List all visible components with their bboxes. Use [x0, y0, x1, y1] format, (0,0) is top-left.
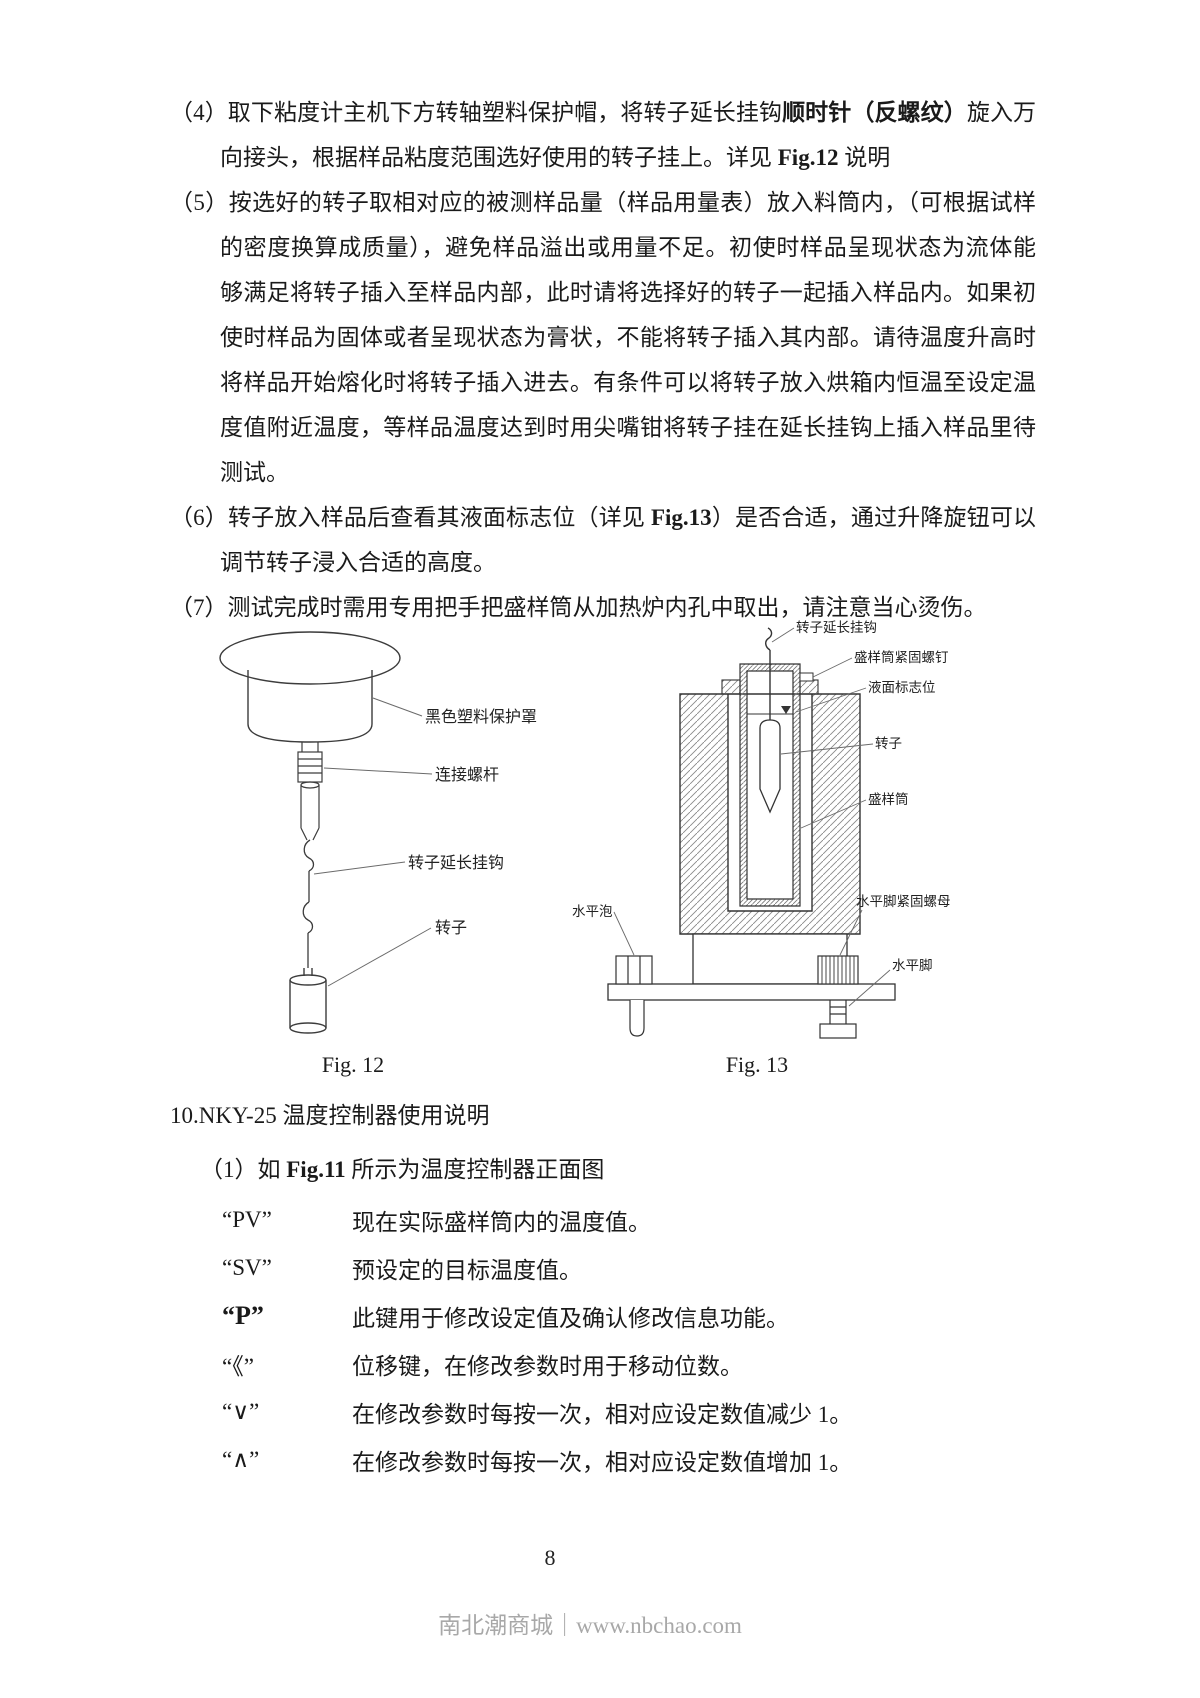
key-label: “∧”: [222, 1447, 260, 1472]
fig13-caption: Fig. 13: [725, 1052, 789, 1077]
fig12-labels: 黑色塑料保护罩 连接螺杆 转子延长挂钩 转子: [408, 708, 537, 937]
fig13-label-bubble: 水平泡: [572, 904, 613, 919]
key-label: “P”: [222, 1301, 264, 1330]
key-label: “∨”: [222, 1399, 260, 1424]
fig13-spindle: [759, 719, 781, 814]
key-description: 预设定的目标温度值。: [352, 1258, 582, 1283]
figure-12: 黑色塑料保护罩 连接螺杆 转子延长挂钩 转子: [210, 628, 545, 1048]
item-number: （6）: [170, 505, 229, 530]
instruction-item-6: （6）转子放入样品后查看其液面标志位（详见 Fig.13）是否合适，通过升降旋钮…: [170, 495, 1036, 585]
fig12-extension-hook: [302, 839, 315, 968]
key-description: 在修改参数时每按一次，相对应设定数值减少 1。: [352, 1402, 853, 1427]
item-text: 取下粘度计主机下方转轴塑料保护帽，将转子延长挂钩顺时针（反螺纹）旋入万向接头，根…: [220, 100, 1037, 170]
fig13-label-level-mark: 液面标志位: [868, 680, 936, 695]
fig13-leveling-foot: [819, 1000, 857, 1039]
fig12-label-screw: 连接螺杆: [435, 766, 499, 784]
controller-key-list: “PV” 现在实际盛样筒内的温度值。 “SV” 预设定的目标温度值。 “P” 此…: [222, 1196, 1042, 1484]
fig13-label-screw: 盛样筒紧固螺钉: [854, 649, 949, 665]
fig12-protective-cap: [219, 631, 401, 743]
item-number: （5）: [170, 190, 229, 215]
fig12-label-spindle: 转子: [435, 919, 467, 937]
item-text: 如 Fig.11 所示为温度控制器正面图: [257, 1157, 605, 1182]
fig13-diagram: 转子延长挂钩 盛样筒紧固螺钉 液面标志位 转子 盛样筒 水平脚紧固螺母 水平脚 …: [572, 620, 951, 1039]
key-label: “《”: [222, 1354, 254, 1379]
fig12-label-hook: 转子延长挂钩: [408, 854, 504, 872]
fig13-sample-cylinder: [739, 663, 801, 907]
key-row-down: “∨” 在修改参数时每按一次，相对应设定数值减少 1。: [222, 1388, 1042, 1436]
instruction-item-4: （4）取下粘度计主机下方转轴塑料保护帽，将转子延长挂钩顺时针（反螺纹）旋入万向接…: [170, 90, 1036, 180]
fig13-foot-nut: [817, 955, 859, 985]
fig12-label-cap: 黑色塑料保护罩: [425, 708, 537, 726]
fig13-label-cylinder: 盛样筒: [868, 791, 909, 807]
key-description: 现在实际盛样筒内的温度值。: [352, 1210, 651, 1235]
fig12-caption: Fig. 12: [321, 1052, 385, 1077]
item-number: （1）: [200, 1157, 258, 1182]
key-row-shift: “《” 位移键，在修改参数时用于移动位数。: [222, 1340, 1042, 1388]
key-label: “PV”: [222, 1207, 272, 1232]
key-row-p: “P” 此键用于修改设定值及确认修改信息功能。: [222, 1292, 1042, 1340]
page-number: 8: [544, 1545, 556, 1570]
fig13-label-foot-nut: 水平脚紧固螺母: [856, 894, 951, 909]
item-number: （7）: [170, 595, 228, 620]
item-text: 测试完成时需用专用把手把盛样筒从加热炉内孔中取出，请注意当心烫伤。: [227, 595, 987, 620]
fig13-labels: 转子延长挂钩 盛样筒紧固螺钉 液面标志位 转子 盛样筒 水平脚紧固螺母 水平脚 …: [572, 620, 951, 973]
figure-13: 转子延长挂钩 盛样筒紧固螺钉 液面标志位 转子 盛样筒 水平脚紧固螺母 水平脚 …: [550, 616, 1000, 1048]
fig13-base-plate: [607, 983, 896, 1001]
fig13-label-hook: 转子延长挂钩: [796, 620, 877, 635]
instruction-item-5: （5）按选好的转子取相对应的被测样品量（样品用量表）放入料筒内，（可根据试样的密…: [170, 180, 1036, 495]
item-text: 转子放入样品后查看其液面标志位（详见 Fig.13）是否合适，通过升降旋钮可以调…: [220, 505, 1037, 575]
fig12-leader-lines: [313, 697, 433, 987]
fig13-level-bubble-bolt: [615, 955, 653, 1037]
item-text: 按选好的转子取相对应的被测样品量（样品用量表）放入料筒内，（可根据试样的密度换算…: [220, 190, 1037, 485]
key-description: 此键用于修改设定值及确认修改信息功能。: [352, 1306, 789, 1331]
fig12-connecting-screw: [297, 742, 323, 841]
key-label: “SV”: [222, 1255, 272, 1280]
instruction-list: （4）取下粘度计主机下方转轴塑料保护帽，将转子延长挂钩顺时针（反螺纹）旋入万向接…: [170, 90, 1036, 630]
key-description: 位移键，在修改参数时用于移动位数。: [352, 1354, 743, 1379]
instruction-item-7: （7）测试完成时需用专用把手把盛样筒从加热炉内孔中取出，请注意当心烫伤。: [170, 585, 1036, 630]
fig13-fastening-screw: [799, 672, 814, 682]
section-item-1: （1）如 Fig.11 所示为温度控制器正面图: [200, 1150, 604, 1184]
fig13-leader-lines: [613, 627, 891, 1007]
fig13-spindle-rod: [765, 627, 773, 720]
fig12-diagram: 黑色塑料保护罩 连接螺杆 转子延长挂钩 转子: [219, 631, 537, 1034]
key-row-sv: “SV” 预设定的目标温度值。: [222, 1244, 1042, 1292]
fig13-label-foot: 水平脚: [892, 958, 933, 973]
key-row-pv: “PV” 现在实际盛样筒内的温度值。: [222, 1196, 1042, 1244]
fig13-label-spindle: 转子: [875, 736, 902, 751]
fig12-spindle: [289, 968, 327, 1034]
item-number: （4）: [170, 100, 228, 125]
key-row-up: “∧” 在修改参数时每按一次，相对应设定数值增加 1。: [222, 1436, 1042, 1484]
footer-site: 南北潮商城｜www.nbchao.com: [438, 1613, 742, 1638]
key-description: 在修改参数时每按一次，相对应设定数值增加 1。: [352, 1450, 853, 1475]
section-heading: 10.NKY-25 温度控制器使用说明: [170, 1103, 490, 1128]
